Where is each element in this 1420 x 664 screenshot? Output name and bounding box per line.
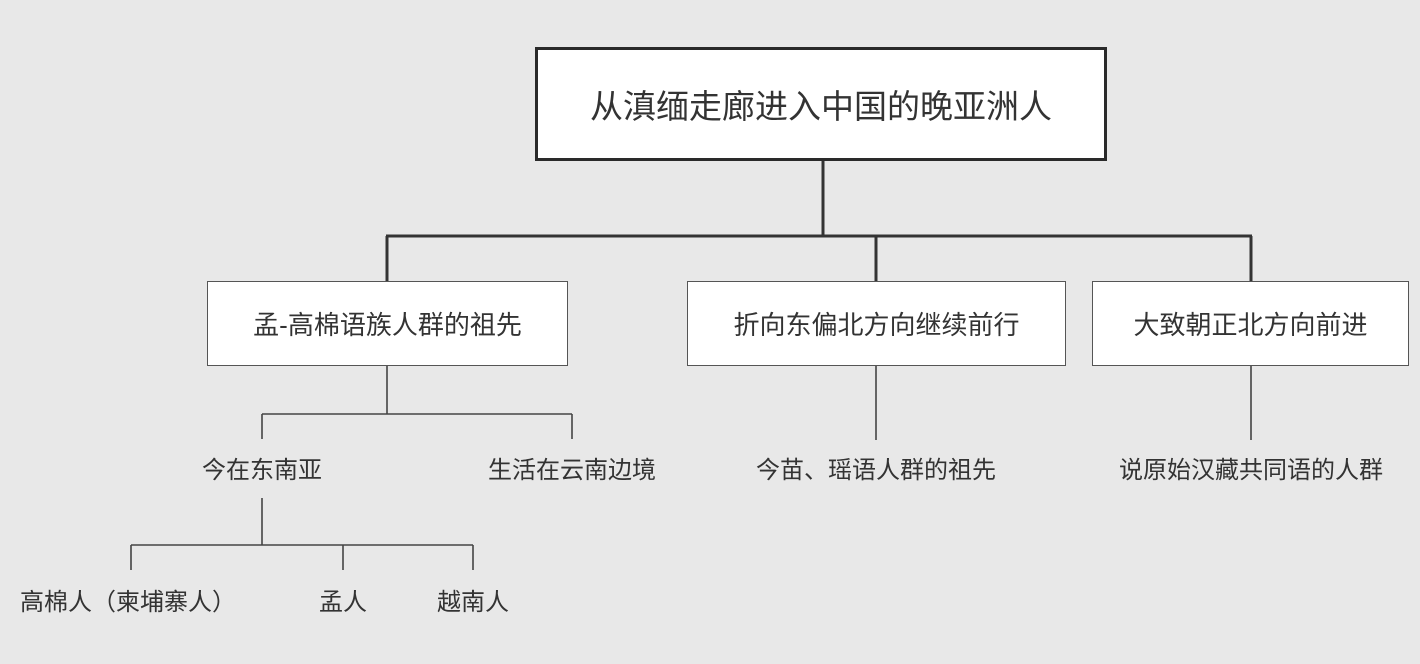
node-mon: 孟人 [319,589,367,616]
root-node: 从滇缅走廊进入中国的晚亚洲人 [535,47,1107,161]
node-yunnan-border: 生活在云南边境 [488,457,656,484]
node-khmer: 高棉人（柬埔寨人） [20,589,236,616]
node-southeast-asia: 今在东南亚 [202,457,322,484]
node-miao-yao-ancestors: 今苗、瑶语人群的祖先 [756,457,996,484]
node-northeast-route: 折向东偏北方向继续前行 [687,281,1066,366]
node-proto-sino-tibetan: 说原始汉藏共同语的人群 [1119,457,1383,484]
node-vietnamese: 越南人 [437,589,509,616]
node-north-route: 大致朝正北方向前进 [1092,281,1409,366]
node-mon-khmer-ancestors: 孟-高棉语族人群的祖先 [207,281,568,366]
